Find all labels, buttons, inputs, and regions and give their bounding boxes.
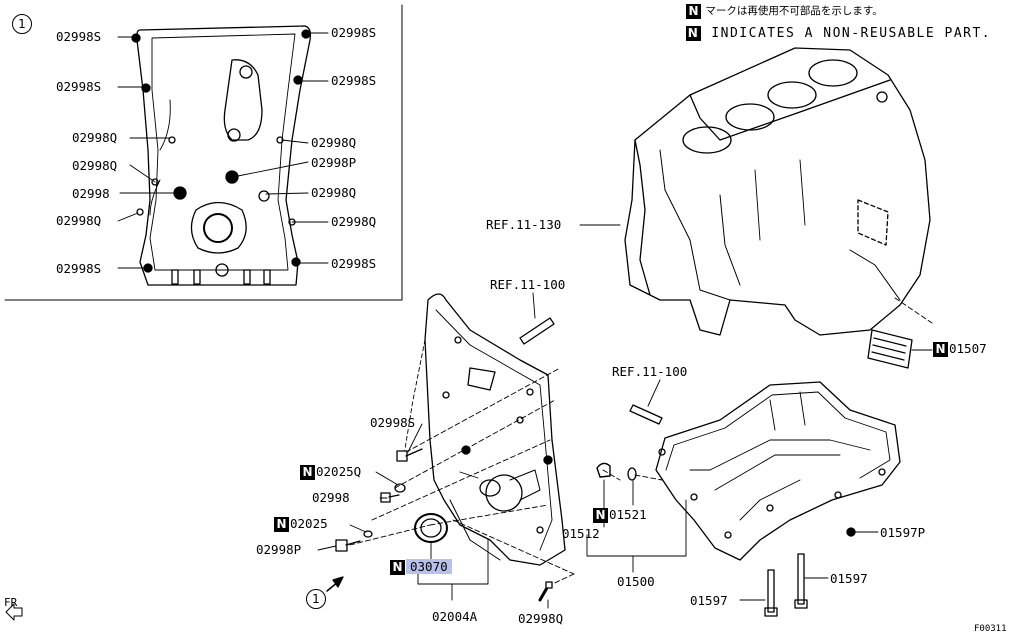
inset-label-02998s[interactable]: 02998S [56, 29, 102, 44]
inset-label-02998s[interactable]: 02998S [331, 256, 377, 271]
drain-plug-01512 [596, 462, 611, 478]
inset-label-02998s[interactable]: 02998S [331, 73, 377, 88]
fastener-02025 [363, 530, 373, 538]
notice-text-jp: マークは再使用不可部品を示します。 [705, 5, 883, 17]
gasket-01521 [627, 467, 637, 481]
fastener-02998p [335, 539, 361, 552]
figure-id: F00311 [974, 624, 1007, 634]
inset-label-02998q[interactable]: 02998Q [311, 135, 357, 150]
n-mark-icon: N [390, 560, 405, 575]
part-number: 01521 [609, 507, 647, 522]
oil-pan [655, 381, 901, 561]
inset-label-02998q[interactable]: 02998Q [56, 213, 102, 228]
ref-label-11-100[interactable]: REF.11-100 [612, 364, 688, 379]
inset-chain-case [131, 25, 312, 286]
part-number: 02025 [290, 516, 328, 531]
fastener-02998s [396, 448, 423, 462]
front-arrow [5, 603, 23, 621]
part-number: 01507 [949, 341, 987, 356]
part-number-highlighted: 03070 [406, 559, 452, 574]
inset-frame [4, 4, 403, 301]
inset-label-02998s[interactable]: 02998S [56, 79, 102, 94]
n-mark-icon: N [686, 4, 701, 19]
n-mark-icon: N [300, 465, 315, 480]
ref-label-11-100[interactable]: REF.11-100 [490, 277, 566, 292]
sealant-tube-b [629, 404, 663, 425]
inset-label-02998p[interactable]: 02998P [311, 155, 357, 170]
alignment-lines [349, 367, 663, 587]
engine-block [624, 47, 931, 336]
part-label-01597p[interactable]: 01597P [880, 525, 926, 540]
part-label-01500[interactable]: 01500 [617, 574, 655, 589]
part-label-02004a[interactable]: 02004A [432, 609, 478, 624]
n-mark-icon: N [593, 508, 608, 523]
inset-label-02998s[interactable]: 02998S [56, 261, 102, 276]
inset-label-02998q[interactable]: 02998Q [311, 185, 357, 200]
n-mark-icon: N [274, 517, 289, 532]
part-label-01597[interactable]: 01597 [690, 593, 728, 608]
bolt-01597p [846, 527, 856, 537]
inset-label-02998[interactable]: 02998 [72, 186, 110, 201]
oil-seal-03070 [414, 513, 448, 543]
inset-label-02998q[interactable]: 02998Q [72, 130, 118, 145]
inset-label-02998q[interactable]: 02998Q [72, 158, 118, 173]
n-mark-icon: N [686, 26, 701, 41]
part-label-02998q[interactable]: 02998Q [518, 611, 564, 626]
fastener-02025q [394, 483, 406, 493]
sealant-tube-a [519, 317, 555, 345]
ref-label-11-130[interactable]: REF.11-130 [486, 217, 562, 232]
inset-leaders [117, 32, 329, 269]
fastener-02998 [380, 492, 400, 503]
part-label-01512[interactable]: 01512 [562, 526, 600, 541]
part-number: 02025Q [316, 464, 362, 479]
cover-plate [867, 297, 933, 369]
bolt-01597a [794, 553, 808, 609]
main-leaders [317, 224, 879, 609]
timing-chain-case [403, 293, 566, 566]
callout-1[interactable]: 1 [306, 589, 326, 609]
inset-label-02998q[interactable]: 02998Q [331, 214, 377, 229]
part-label-02998[interactable]: 02998 [312, 490, 350, 505]
inset-callout-1[interactable]: 1 [12, 14, 32, 34]
bolt-02998q [538, 581, 553, 602]
inset-label-02998s[interactable]: 02998S [331, 25, 377, 40]
n-mark-icon: N [933, 342, 948, 357]
notice-text-en: INDICATES A NON-REUSABLE PART. [711, 26, 992, 41]
non-reusable-notice-jp: N マークは再使用不可部品を示します。 [686, 4, 883, 19]
part-label-02998p[interactable]: 02998P [256, 542, 302, 557]
bolt-01597b [764, 569, 778, 617]
non-reusable-notice-en: N INDICATES A NON-REUSABLE PART. [686, 26, 991, 41]
part-label-02998s[interactable]: 02998S [370, 415, 416, 430]
part-label-01597[interactable]: 01597 [830, 571, 868, 586]
front-label: FR [4, 596, 18, 609]
